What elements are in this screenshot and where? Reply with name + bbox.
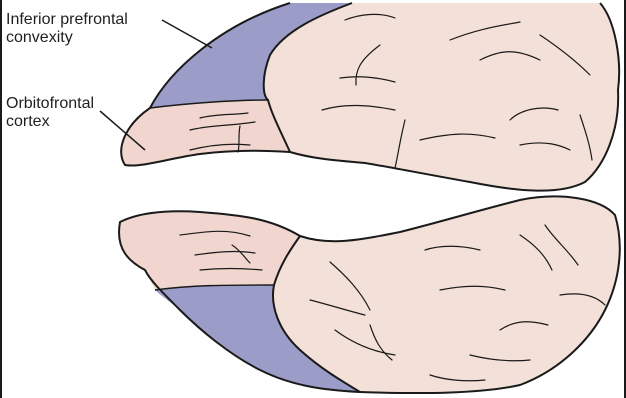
leader-line-inferior-prefrontal-convexity bbox=[162, 20, 212, 48]
label-orbitofrontal-cortex-line2: cortex bbox=[6, 113, 94, 131]
label-inferior-prefrontal-convexity-line2: convexity bbox=[6, 29, 128, 47]
label-orbitofrontal-cortex-line1: Orbitofrontal bbox=[6, 95, 94, 113]
label-orbitofrontal-cortex: Orbitofrontal cortex bbox=[6, 95, 94, 131]
label-inferior-prefrontal-convexity-line1: Inferior prefrontal bbox=[6, 11, 128, 29]
label-inferior-prefrontal-convexity: Inferior prefrontal convexity bbox=[6, 11, 128, 47]
